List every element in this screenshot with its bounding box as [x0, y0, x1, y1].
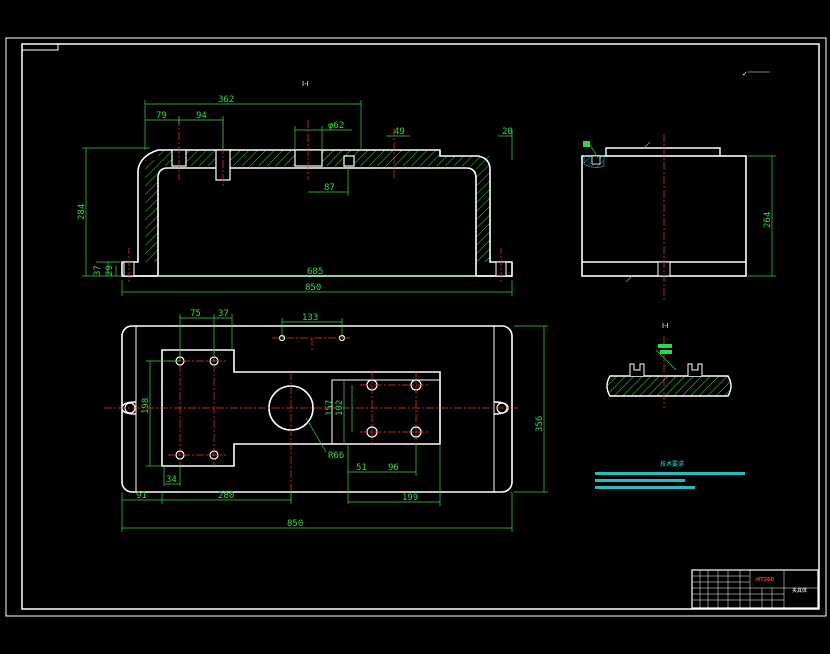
dim-850-front: 850 [305, 283, 321, 293]
tech-notes: 技术要求 [595, 460, 745, 489]
front-view: I-I [77, 80, 513, 296]
front-outline [121, 149, 513, 277]
section-view: I-I [606, 322, 732, 408]
dim-91: 91 [136, 491, 147, 501]
dim-51: 51 [356, 463, 367, 473]
dim-850-top: 850 [287, 519, 303, 529]
inner-border [21, 43, 820, 610]
dim-34: 34 [166, 475, 177, 485]
section-marker: I-I [662, 322, 669, 330]
part-name: 夹具体 [792, 587, 807, 594]
dim-29: 29 [105, 265, 115, 276]
dim-284: 284 [77, 204, 87, 220]
material-label: HT200 [756, 577, 775, 583]
dim-280: 280 [218, 491, 234, 501]
dim-362: 362 [218, 95, 234, 105]
dim-87: 87 [324, 183, 335, 193]
dim-199: 199 [402, 493, 418, 503]
side-view: 264 [581, 134, 776, 300]
outer-border [5, 37, 827, 617]
dim-685: 685 [307, 267, 323, 277]
dim-37: 37 [93, 265, 103, 276]
dim-phi62: φ62 [328, 121, 344, 131]
tech-notes-title: 技术要求 [660, 460, 684, 468]
title-block: HT200 夹具体 [691, 569, 819, 609]
dim-157: 157 [325, 400, 335, 416]
corner-code-box [21, 43, 59, 51]
front-view-marker: I-I [302, 80, 309, 88]
surface-finish-symbol: ✓ [742, 70, 748, 78]
dim-37-top: 37 [218, 309, 229, 319]
top-outline [121, 325, 513, 493]
dim-356: 356 [535, 416, 545, 432]
top-view: 75 37 133 198 157 102 R66 34 51 96 91 28… [104, 309, 548, 532]
dim-79: 79 [156, 111, 167, 121]
dim-20: 20 [502, 127, 513, 137]
dim-133: 133 [302, 313, 318, 323]
dim-75: 75 [190, 309, 201, 319]
dim-198: 198 [141, 398, 151, 414]
dim-264: 264 [763, 212, 773, 228]
dim-94: 94 [196, 111, 207, 121]
dim-r66: R66 [328, 451, 344, 461]
surface-finish: ✓ [742, 70, 770, 78]
dim-102: 102 [335, 400, 345, 416]
dim-96: 96 [388, 463, 399, 473]
dim-49: 49 [394, 127, 405, 137]
